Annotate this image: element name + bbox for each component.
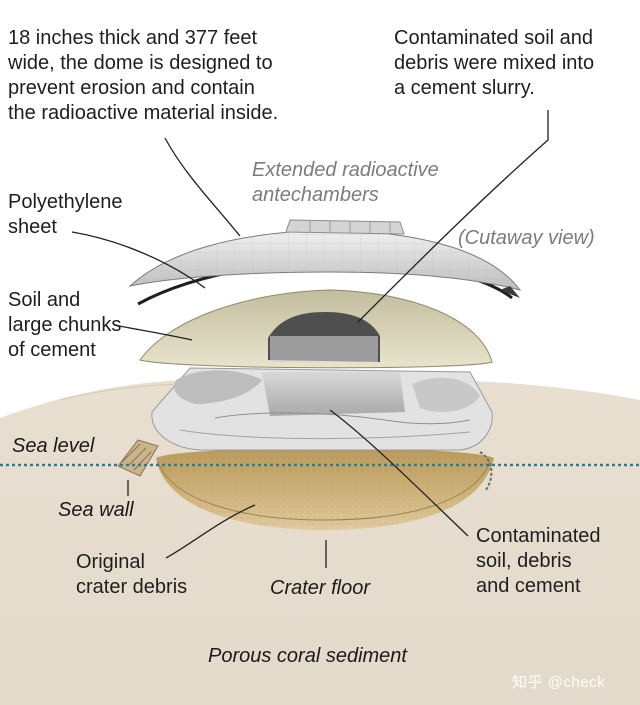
text-line: a cement slurry. [394,77,535,99]
contaminated-mix-label: Contaminated soil and debris were mixed … [394,26,594,101]
cutaway-label: (Cutaway view) [458,227,595,249]
contaminated-core-layer [151,367,493,451]
leader-lines [71,110,549,568]
text-line: the radioactive material inside. [8,102,279,124]
text-line: Extended radioactive [252,159,439,181]
text-line: sheet [8,216,57,238]
text-line: Contaminated [476,525,601,547]
contaminated-core-label: Contaminated soil, debris and cement [476,524,601,599]
text-line: debris were mixed into [394,52,595,74]
text-line: prevent erosion and contain [8,77,255,99]
text-line: Polyethylene [8,191,123,213]
concrete-dome [128,219,522,298]
text-line: soil, debris [476,550,572,572]
sea-wall-structure [117,439,159,477]
watermark: 知乎 @check [512,674,606,691]
soil-cement-layer [139,289,493,369]
sea-level-label: Sea level [12,435,95,457]
crater-bowl [156,448,494,530]
text-line: crater debris [76,576,188,598]
dome-description-label: 18 inches thick and 377 feet wide, the d… [8,26,278,126]
original-debris-label: Original crater debris [76,550,187,600]
text-line: 18 inches thick and 377 feet [8,27,258,49]
text-line: and cement [476,575,581,597]
text-line: antechambers [252,184,379,206]
text-line: Original [76,551,145,573]
text-line: wide, the dome is designed to [8,52,273,74]
sea-wall-label: Sea wall [58,499,134,521]
text-line: Soil and [8,289,81,311]
text-line: large chunks [8,314,122,336]
crater-floor-label: Crater floor [270,577,371,599]
coral-sediment-label: Porous coral sediment [208,645,407,667]
polyethylene-label: Polyethylene sheet [8,190,123,240]
text-line: of cement [8,339,96,361]
text-line: Contaminated soil and [394,27,594,49]
soil-cement-label: Soil and large chunks of cement [8,288,121,363]
antechambers-label: Extended radioactive antechambers [252,158,439,208]
